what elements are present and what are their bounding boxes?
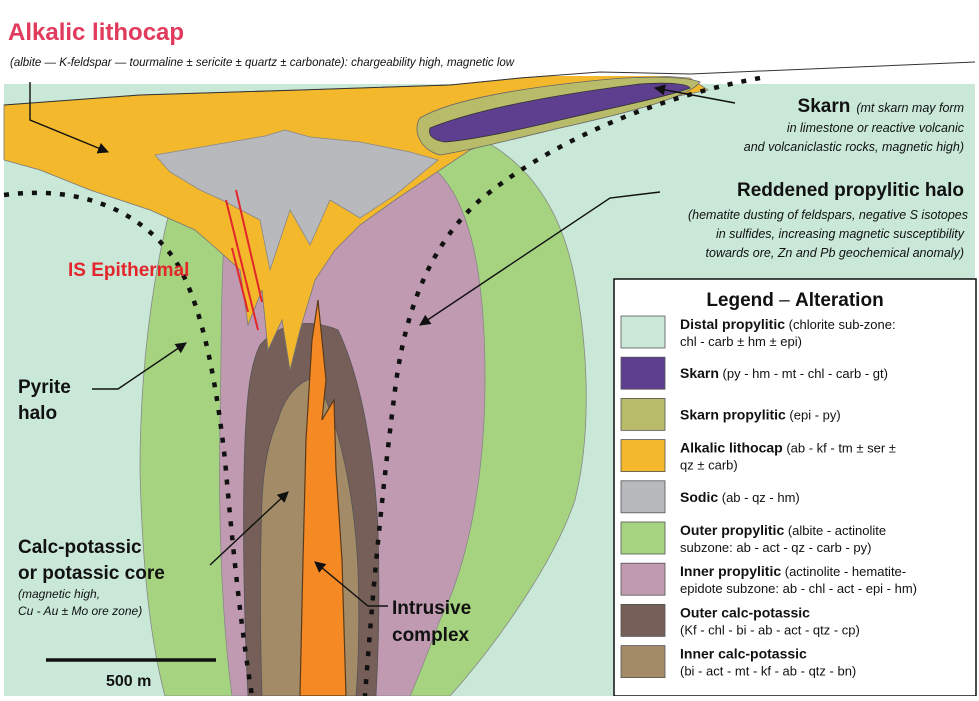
reddened-note-1: (hematite dusting of feldspars, negative… bbox=[688, 208, 968, 222]
skarn-note-2: in limestone or reactive volcanic bbox=[787, 121, 965, 135]
legend-item-detail: (Kf - chl - bi - ab - act - qtz - cp) bbox=[680, 622, 860, 637]
legend-item-label: Outer propylitic (albite - actinolite bbox=[680, 522, 886, 538]
legend-title: Legend – Alteration bbox=[706, 290, 883, 311]
legend-item-label: Inner propylitic (actinolite - hematite- bbox=[680, 563, 906, 579]
legend-swatch bbox=[621, 563, 665, 595]
calc-potassic-label-2: or potassic core bbox=[18, 563, 165, 584]
legend-item-label: Inner calc-potassic bbox=[680, 646, 807, 662]
calc-potassic-note-2: Cu - Au ± Mo ore zone) bbox=[18, 604, 142, 618]
legend-item-label: Skarn propylitic (epi - py) bbox=[680, 406, 841, 422]
diagram-subtitle: (albite — K-feldspar — tourmaline ± seri… bbox=[10, 57, 515, 69]
pyrite-halo-label-1: Pyrite bbox=[18, 377, 71, 398]
legend: Legend – Alteration Distal propylitic (c… bbox=[614, 279, 976, 696]
intrusive-label-2: complex bbox=[392, 625, 470, 646]
legend-item-label: Distal propylitic (chlorite sub-zone: bbox=[680, 316, 896, 332]
is-epithermal-label: IS Epithermal bbox=[68, 260, 189, 281]
legend-item-detail: chl - carb ± hm ± epi) bbox=[680, 334, 802, 349]
pyrite-halo-label-2: halo bbox=[18, 403, 57, 424]
legend-swatch bbox=[621, 440, 665, 472]
legend-item-detail: epidote subzone: ab - chl - act - epi - … bbox=[680, 581, 917, 596]
legend-swatch bbox=[621, 604, 665, 636]
legend-item-detail: (bi - act - mt - kf - ab - qtz - bn) bbox=[680, 664, 856, 679]
legend-swatch bbox=[621, 357, 665, 389]
reddened-note-3: towards ore, Zn and Pb geochemical anoma… bbox=[706, 246, 964, 260]
reddened-halo-label: Reddened propylitic halo bbox=[737, 180, 964, 201]
skarn-note-3: and volcaniclastic rocks, magnetic high) bbox=[744, 140, 964, 154]
legend-swatch bbox=[621, 316, 665, 348]
legend-item-label: Outer calc-potassic bbox=[680, 604, 810, 620]
legend-item-label: Sodic (ab - qz - hm) bbox=[680, 489, 800, 505]
reddened-note-2: in sulfides, increasing magnetic suscept… bbox=[716, 227, 965, 241]
legend-item-label: Alkalic lithocap (ab - kf - tm ± ser ± bbox=[680, 440, 896, 456]
legend-swatch bbox=[621, 522, 665, 554]
calc-potassic-note-1: (magnetic high, bbox=[18, 587, 100, 601]
legend-swatch bbox=[621, 481, 665, 513]
legend-swatch bbox=[621, 398, 665, 430]
intrusive-label-1: Intrusive bbox=[392, 598, 471, 619]
scale-bar-label: 500 m bbox=[106, 673, 151, 690]
legend-item-label: Skarn (py - hm - mt - chl - carb - gt) bbox=[680, 365, 888, 381]
diagram-title: Alkalic lithocap bbox=[8, 19, 184, 46]
legend-swatch bbox=[621, 646, 665, 678]
legend-item-detail: subzone: ab - act - qz - carb - py) bbox=[680, 540, 871, 555]
legend-item-detail: qz ± carb) bbox=[680, 458, 738, 473]
calc-potassic-label-1: Calc-potassic bbox=[18, 537, 142, 558]
